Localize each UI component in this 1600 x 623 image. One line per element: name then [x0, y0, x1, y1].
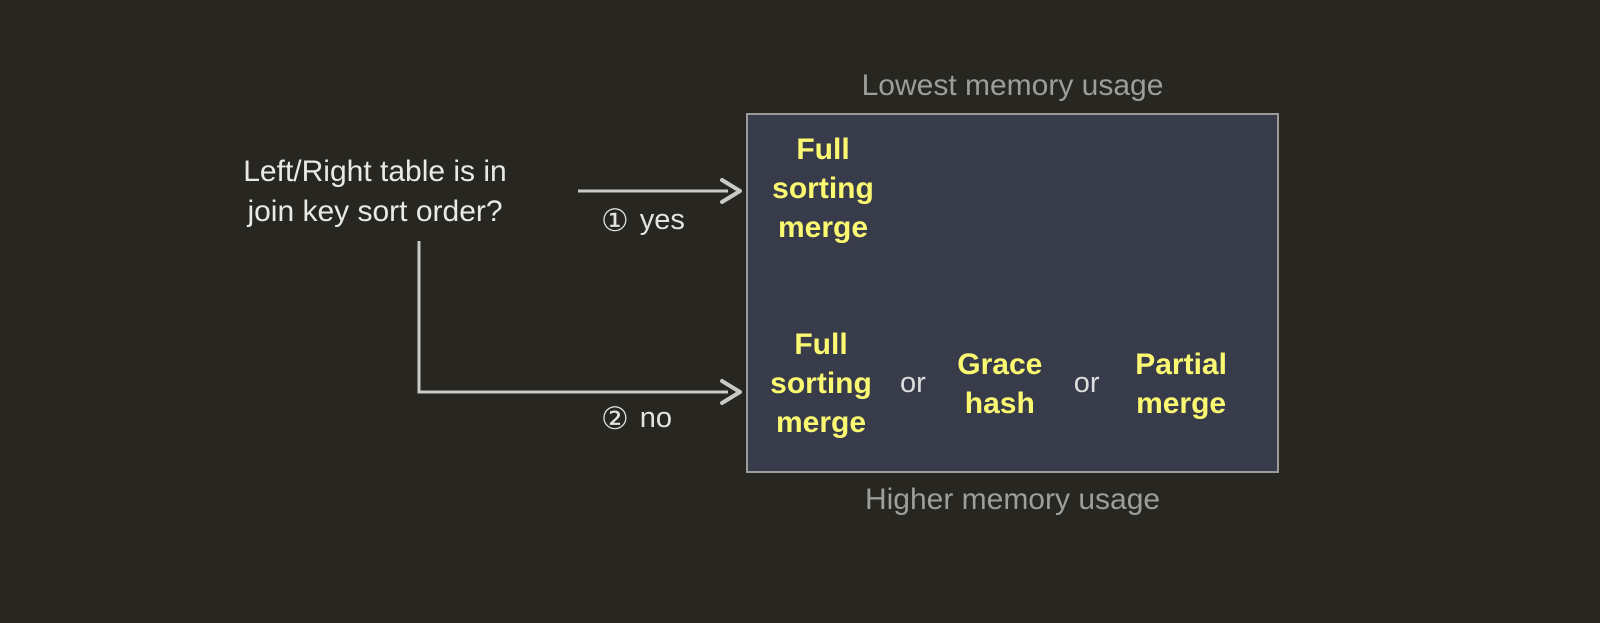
outcome-box [746, 113, 1279, 473]
arrow-yes [578, 178, 742, 204]
outcome-partial-merge: Partial merge [1135, 347, 1227, 420]
outcome-grace-hash: Grace hash [957, 347, 1043, 420]
outcome-full-sorting-merge-no: Full sorting merge [770, 328, 872, 439]
branch-text-yes: yes [639, 204, 685, 236]
question-line-1: Left/Right table is in [243, 155, 507, 188]
arrow-no [417, 241, 742, 405]
decision-question: Left/Right table is in join key sort ord… [180, 152, 570, 232]
conjunction-or-1: or [900, 367, 926, 399]
branch-label-no: ② no [601, 401, 672, 435]
question-line-2: join key sort order? [247, 195, 503, 228]
branch-text-no: no [639, 402, 673, 434]
outcome-row-yes: Full sorting merge [746, 130, 1279, 247]
outcome-row-no: Full sorting merge or Grace hash or Part… [746, 325, 1279, 442]
caption-lowest-memory: Lowest memory usage [861, 69, 1164, 102]
branch-marker-1: ① [601, 202, 629, 238]
caption-higher-memory: Higher memory usage [864, 483, 1161, 516]
outcome-full-sorting-merge-yes: Full sorting merge [772, 133, 874, 244]
branch-label-yes: ① yes [601, 203, 685, 237]
conjunction-or-2: or [1073, 367, 1100, 399]
branch-marker-2: ② [601, 400, 629, 436]
